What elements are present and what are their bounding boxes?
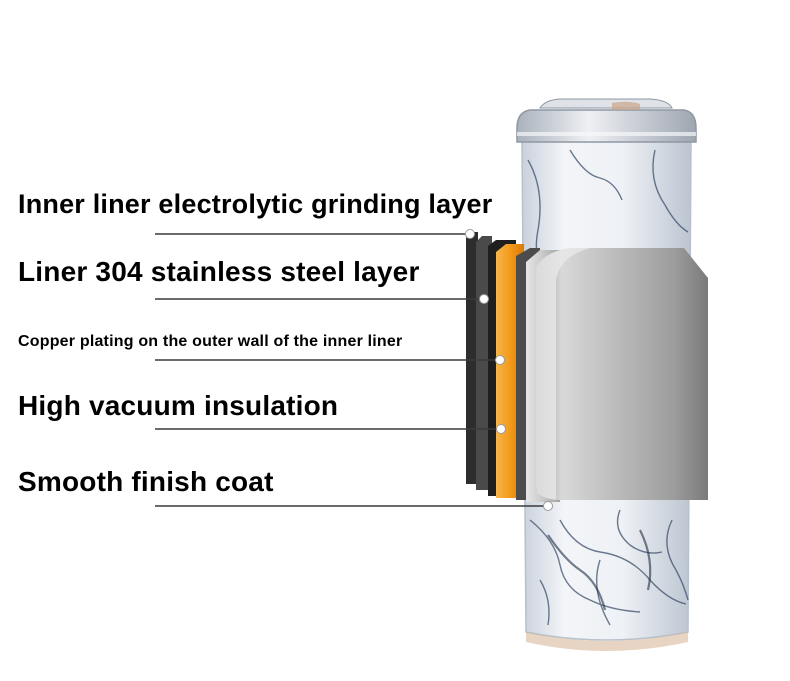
label-inner-liner-grinding: Inner liner electrolytic grinding layer [18,189,492,220]
label-smooth-finish: Smooth finish coat [18,466,274,498]
label-vacuum-insulation: High vacuum insulation [18,390,338,422]
label-liner-304-steel: Liner 304 stainless steel layer [18,256,420,288]
layer-cutaway-icon [466,232,708,502]
marker-dot-2 [496,356,505,365]
marker-dot-1 [480,295,489,304]
tumbler-lid-icon [517,99,696,142]
marker-dot-0 [466,230,475,239]
marker-dot-3 [497,425,506,434]
label-copper-plating: Copper plating on the outer wall of the … [18,333,402,351]
marker-dot-4 [544,502,553,511]
